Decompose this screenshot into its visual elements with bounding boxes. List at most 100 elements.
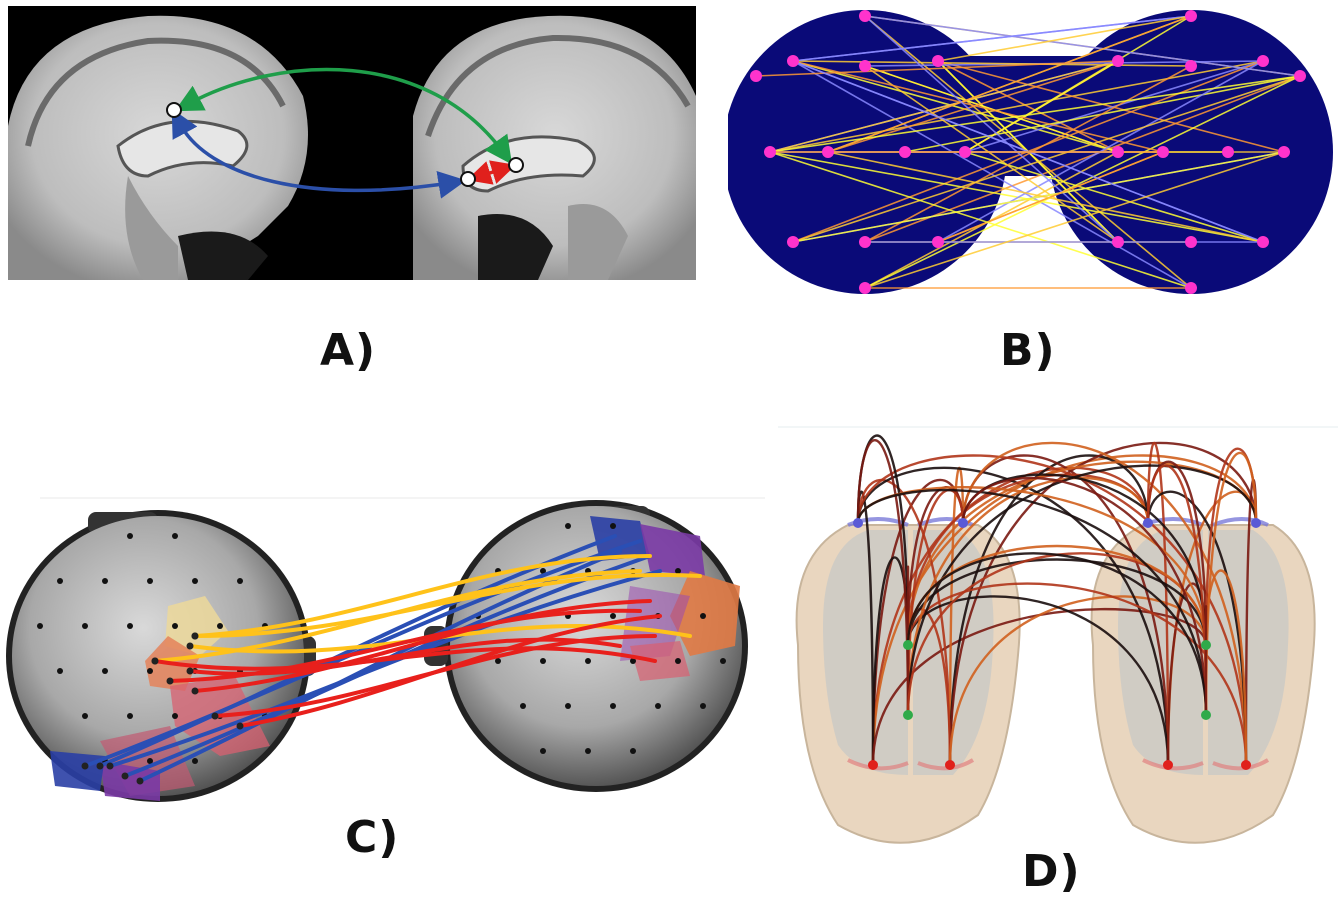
connectivity-arc [856,454,1248,766]
arc-node [958,518,968,528]
electrodes [750,10,1306,294]
scalp-dot [217,623,223,629]
graph-edge [827,151,1264,243]
arc-node [903,640,913,650]
node-right-b [508,157,524,173]
arc-node [868,760,878,770]
scalp-dot [720,658,726,664]
curve-endpoint [121,772,129,780]
connection-curve [193,599,652,693]
scalp-dot [147,578,153,584]
scalp-dot [172,533,178,539]
node-left [166,102,182,118]
connection-curve [83,539,642,768]
electrode-dot [859,236,871,248]
curve-endpoint [236,722,244,730]
graph-edge [755,60,1119,77]
red-connection-arrow [466,160,517,185]
arc-node [1143,518,1153,528]
panel-d-3d-brain-arcs [778,425,1338,865]
arc-endpoints [853,518,1261,770]
scalp-dot [540,748,546,754]
graph-edge [792,15,1192,62]
graph-edge [964,60,1264,153]
scalp-dot [102,578,108,584]
panel-b-electrode-graph [728,6,1334,298]
electrode-dot [1185,60,1197,72]
connectivity-arcs [856,434,1258,766]
arc-node [1201,710,1211,720]
panel-c-svg [6,497,765,802]
right-brain-slice [413,15,696,280]
electrode-dot [1278,146,1290,158]
scalp-dot [700,613,706,619]
panel-c-scalp-parcellation [0,496,765,816]
scalp-dot [610,703,616,709]
graph-edge [792,60,1164,153]
scalp-dot [57,668,63,674]
electrode-dot [899,146,911,158]
scalp-dot [540,658,546,664]
scalp-dot [585,658,591,664]
connectivity-arc [961,476,1208,716]
graph-edge [792,60,1192,289]
scalp-dot [675,568,681,574]
curve-endpoint [186,667,194,675]
electrode-dot [959,146,971,158]
connection-curve [193,573,702,638]
scalp-dot [565,523,571,529]
electrode-dot [1294,70,1306,82]
curve-endpoint [151,657,159,665]
scalp-dot [102,668,108,674]
arc-node [1201,640,1211,650]
electrode-dot [1112,55,1124,67]
scalp-dot [520,703,526,709]
curve-endpoint [191,687,199,695]
connectivity-arc [906,552,1208,716]
graph-edge [864,75,1301,243]
scalp-dot [585,748,591,754]
arc-node [903,710,913,720]
connection-curve [153,646,657,671]
connectivity-arc [856,489,1208,716]
electrode-dot [859,282,871,294]
graph-edge [937,60,1119,153]
scalp-dot [495,658,501,664]
curve-endpoint [81,762,89,770]
electrode-dot [764,146,776,158]
electrode-dot [750,70,762,82]
connectivity-arc [856,478,952,766]
scalp-dot [700,703,706,709]
connection-curve [188,637,622,676]
electrode-edges [755,15,1301,289]
electrode-dot [787,55,799,67]
graph-edge [864,151,1285,289]
electrode-dot [822,146,834,158]
arc-node [1163,760,1173,770]
scalp-dot [127,713,133,719]
electrode-dot [859,10,871,22]
connectivity-arc [1146,464,1208,716]
scalp-dot [127,623,133,629]
scalp-dot [630,658,636,664]
scalp-dot [82,623,88,629]
curve-endpoint [186,642,194,650]
scalp-dot [57,578,63,584]
scalp-dot [127,533,133,539]
graph-edge [964,151,1264,243]
connectivity-arc [1146,490,1248,766]
node-right-a [460,171,476,187]
electrode-dot [1222,146,1234,158]
panel-label-a: A) [320,325,377,376]
scalp-dot [610,613,616,619]
graph-edge [769,75,1301,153]
arc-node [1251,518,1261,528]
electrode-dot [932,55,944,67]
electrode-dot [932,236,944,248]
electrode-dot [1185,282,1197,294]
connectivity-arc [961,441,1248,766]
panel-label-c: C) [345,812,400,863]
electrode-dot [1157,146,1169,158]
scalp-dot [147,758,153,764]
panel-label-b: B) [1000,325,1056,376]
